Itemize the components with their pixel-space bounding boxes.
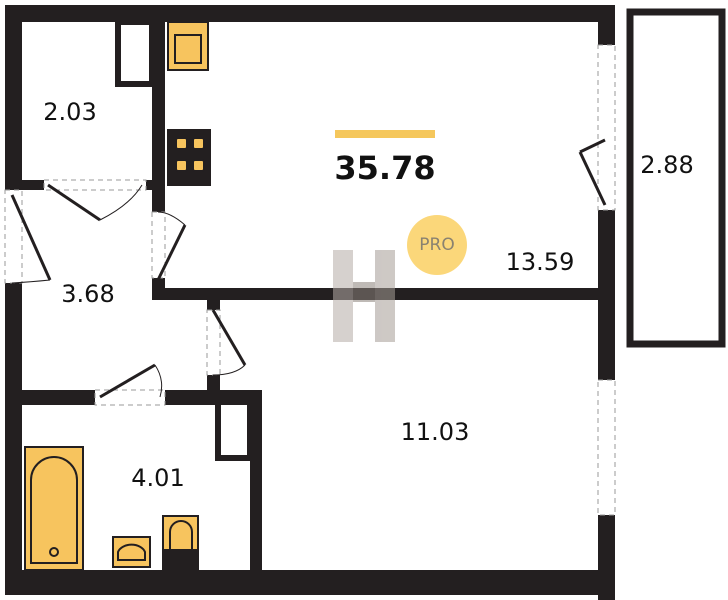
fixtures xyxy=(24,21,211,571)
room-area-storage: 2.03 xyxy=(43,98,97,126)
watermark-logo xyxy=(333,250,395,342)
pro-badge: PRO xyxy=(407,215,467,275)
room-area-bedroom: 11.03 xyxy=(400,418,470,446)
total-area: 35.78 xyxy=(334,149,436,187)
room-area-bathroom: 4.01 xyxy=(131,464,185,492)
room-area-hallway: 3.68 xyxy=(61,280,115,308)
balcony-outline xyxy=(626,8,726,348)
accent-bar xyxy=(335,130,435,138)
room-area-kitchen: 13.59 xyxy=(505,248,575,276)
shafts xyxy=(115,19,253,461)
room-area-balcony: 2.88 xyxy=(640,151,694,179)
doors xyxy=(10,138,607,399)
